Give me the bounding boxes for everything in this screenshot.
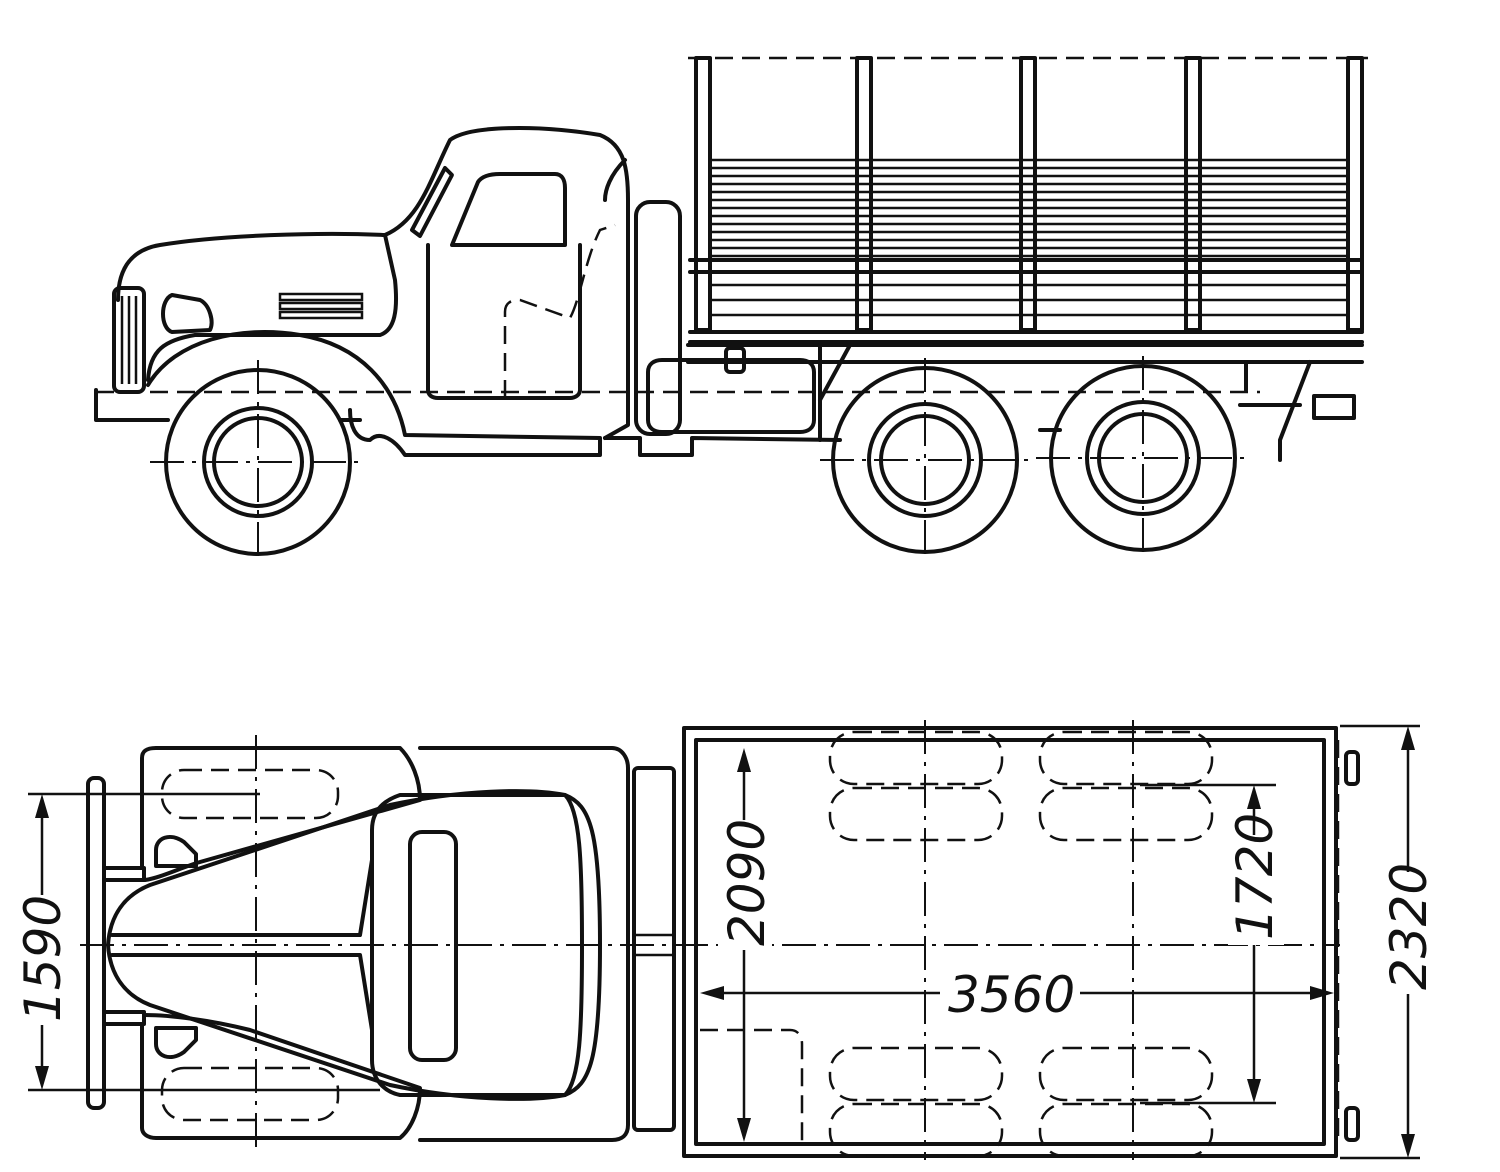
dim-front-track: 1590 <box>14 792 380 1092</box>
cargo-body-side <box>686 56 1368 462</box>
hood <box>116 231 399 382</box>
cab-door <box>426 243 582 400</box>
side-view <box>94 56 1368 560</box>
body-inner-width-label: 2090 <box>718 819 776 946</box>
body-inner-length-label: 3560 <box>948 966 1075 1024</box>
top-view: 1590 2090 1720 2320 <box>14 720 1438 1160</box>
left-headlamp-top <box>154 834 198 868</box>
rear-wheel-2 <box>1036 356 1250 560</box>
windshield-strip <box>410 166 454 238</box>
rear-wheel-1 <box>820 358 1030 560</box>
fuel-cap <box>724 346 746 374</box>
dim-overall-width: 2320 <box>1340 724 1438 1160</box>
headlamp <box>161 293 214 334</box>
grille <box>112 286 146 394</box>
left-front-fender-top <box>140 746 422 882</box>
air-intake <box>634 200 682 436</box>
front-tires-hidden <box>160 768 340 1122</box>
fuel-tank <box>646 358 816 434</box>
dim-body-inner-length: 3560 <box>700 962 1334 1024</box>
front-fender <box>146 330 602 457</box>
dim-rear-track: 1720 <box>1140 783 1284 1105</box>
front-wheel <box>150 360 366 560</box>
rear-track-label: 1720 <box>1226 813 1284 940</box>
hood-louvers <box>278 292 364 320</box>
cargo-body-top <box>682 726 1360 1158</box>
front-track-label: 1590 <box>14 895 72 1022</box>
spare-carrier <box>632 766 676 1132</box>
front-bumper <box>86 776 106 1110</box>
cab <box>383 126 630 440</box>
side-slats <box>712 158 1346 317</box>
right-headlamp-top <box>154 1026 198 1060</box>
overall-width-label: 2320 <box>1380 863 1438 990</box>
dim-body-inner-width: 2090 <box>718 748 776 1142</box>
rear-tires-hidden <box>828 730 1214 1158</box>
cab-window <box>450 172 567 247</box>
